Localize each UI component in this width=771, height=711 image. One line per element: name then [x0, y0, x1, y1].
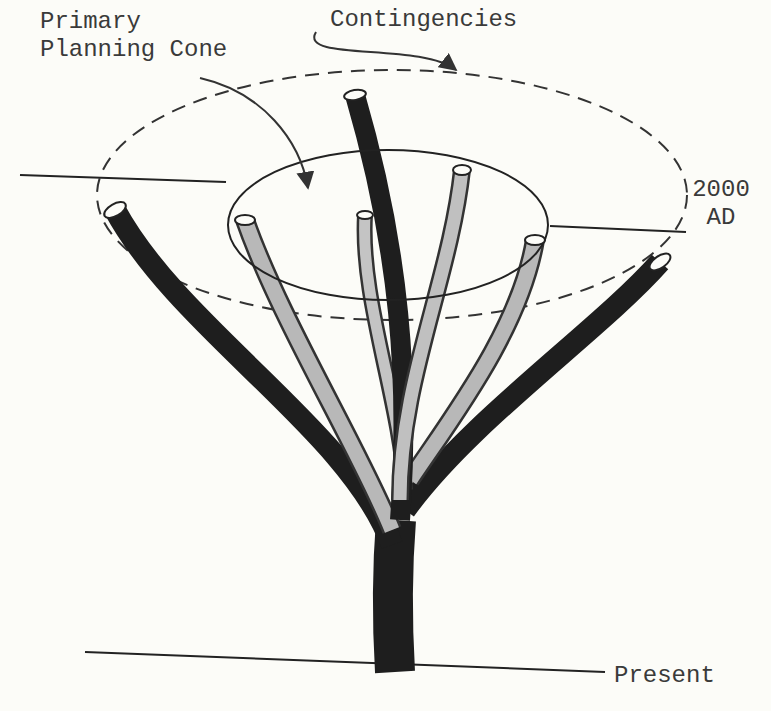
plane-line — [20, 175, 226, 182]
leader-arrow — [314, 32, 456, 70]
plane-line — [550, 226, 686, 232]
label-text: Primary Planning Cone — [40, 8, 240, 64]
branch-end-caps — [102, 88, 674, 274]
label-text: Present — [614, 662, 744, 690]
label-text: 2000 AD — [686, 176, 756, 232]
planning-cone-ring — [228, 150, 548, 300]
contingency-branch — [115, 210, 392, 545]
label-text: Contingencies — [330, 6, 530, 34]
ground-line — [85, 652, 605, 672]
leader-arrow — [200, 78, 308, 188]
planning-branch — [400, 170, 462, 500]
